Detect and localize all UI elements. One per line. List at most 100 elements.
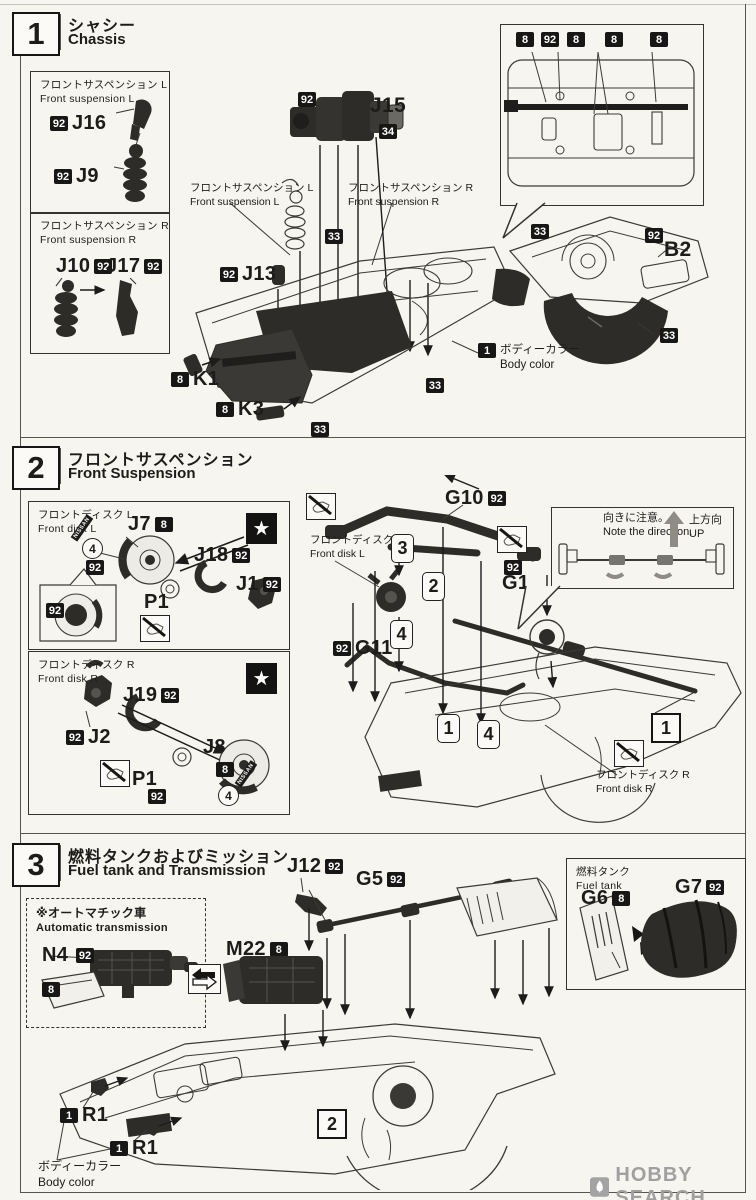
separator-1 bbox=[20, 437, 746, 439]
part-r1-upper: 1 R1 bbox=[60, 1104, 108, 1127]
no-cement-icon bbox=[100, 760, 130, 787]
part-j18: J18 92 bbox=[194, 544, 251, 567]
color-chip-33: 33 bbox=[426, 378, 444, 393]
step3-divider bbox=[60, 845, 62, 881]
direction-callout bbox=[551, 507, 734, 589]
hobbysearch-logo-icon bbox=[590, 1177, 610, 1197]
color-chip-8: 8 bbox=[650, 32, 668, 47]
part-j7: J7 8 bbox=[128, 513, 173, 536]
color-chip-8: 8 bbox=[567, 32, 585, 47]
auto-trans-title-jp: ※オートマチック車 bbox=[36, 906, 147, 920]
box-fuel-tank-title: 燃料タンク Fuel tank bbox=[576, 866, 630, 893]
note-en: Front suspension L bbox=[190, 195, 280, 208]
title-jp: 燃料タンク bbox=[576, 866, 630, 878]
up-label-en: UP bbox=[689, 528, 705, 540]
part-label-j13: J13 bbox=[242, 263, 277, 285]
part-label-j8: J8 bbox=[203, 736, 226, 758]
part-label-g6: G6 bbox=[581, 887, 609, 909]
step3-title-en: Fuel tank and Transmission bbox=[68, 862, 266, 879]
color-chip-33: 33 bbox=[311, 422, 329, 437]
part-j16: 92 J16 bbox=[50, 112, 106, 135]
note-front-suspension-r: フロントサスペンション R Front suspension R bbox=[348, 182, 473, 209]
body-color-jp: ボディーカラー bbox=[500, 344, 580, 356]
suspension-r-parts-illustration bbox=[54, 278, 138, 337]
color-chip-1: 1 bbox=[60, 1108, 78, 1123]
circled-number-4: 4 bbox=[218, 785, 239, 806]
color-chip-8: 8 bbox=[612, 891, 631, 906]
color-chip-92: 92 bbox=[298, 92, 316, 107]
part-label-g5: G5 bbox=[356, 868, 384, 890]
part-j1: J1 92 bbox=[236, 573, 281, 596]
part-g7: G7 92 bbox=[675, 876, 725, 899]
part-g6: G6 8 bbox=[581, 887, 631, 910]
box-automatic-transmission bbox=[26, 898, 206, 1028]
title-en: Fuel tank bbox=[576, 879, 622, 892]
step3-number: 3 bbox=[12, 843, 60, 887]
part-k3: 8 K3 bbox=[216, 398, 264, 421]
color-chip-8: 8 bbox=[216, 402, 234, 417]
color-chip-92: 92 bbox=[325, 859, 344, 874]
color-chip-92: 92 bbox=[144, 259, 163, 274]
callout-tail bbox=[517, 585, 561, 630]
body-color-jp: ボディーカラー bbox=[38, 1159, 122, 1173]
part-label-j17: J17 bbox=[106, 255, 141, 277]
body-color-note-step1: 1 ボディーカラー Body color bbox=[478, 343, 580, 373]
part-label-j18: J18 bbox=[194, 544, 229, 566]
color-chip-92: 92 bbox=[66, 730, 84, 745]
part-label-p1: P1 bbox=[144, 591, 170, 613]
step2-number: 2 bbox=[12, 446, 60, 490]
color-chip-92: 92 bbox=[86, 560, 104, 575]
step1-divider bbox=[60, 14, 62, 50]
auto-trans-title-en: Automatic transmission bbox=[36, 922, 168, 934]
color-chip-92: 92 bbox=[50, 116, 68, 131]
title-jp: フロントディスク R bbox=[38, 659, 135, 671]
step2-title-jp: フロントサスペンション bbox=[68, 452, 254, 469]
part-j10: J10 92 bbox=[56, 255, 113, 278]
up-label-jp: 上方向 bbox=[689, 514, 722, 526]
part-label-j2: J2 bbox=[88, 726, 111, 748]
part-label-k1: K1 bbox=[193, 368, 220, 390]
frame-bottom bbox=[20, 1192, 746, 1194]
part-label-g1: G1 bbox=[502, 572, 530, 594]
part-j2: 92 J2 bbox=[66, 726, 111, 749]
order-box-3: 3 bbox=[391, 534, 414, 563]
body-color-text: ボディーカラー Body color bbox=[500, 343, 580, 373]
driveline-illustration bbox=[223, 877, 558, 1020]
page-top-edge bbox=[0, 4, 756, 6]
suspension-l-parts-illustration bbox=[113, 99, 152, 202]
part-g5: G5 92 bbox=[356, 868, 406, 891]
step1-title-en: Chassis bbox=[68, 31, 126, 48]
color-chip-34: 34 bbox=[379, 124, 397, 139]
chassis-illustration-step3 bbox=[56, 1010, 556, 1190]
color-chip-92: 92 bbox=[148, 789, 166, 804]
color-chip-8: 8 bbox=[42, 982, 60, 997]
step-reference-1: 1 bbox=[651, 713, 681, 743]
body-color-en: Body color bbox=[38, 1174, 95, 1189]
part-label-j10: J10 bbox=[56, 255, 91, 277]
title-jp: フロントサスペンション R bbox=[40, 220, 169, 232]
direction-note-en: Note the direction. bbox=[603, 526, 693, 538]
circled-number-4: 4 bbox=[82, 538, 103, 559]
color-chip-8: 8 bbox=[516, 32, 534, 47]
color-chip-33: 33 bbox=[531, 224, 549, 239]
part-label-r1: R1 bbox=[132, 1137, 159, 1159]
part-k1: 8 K1 bbox=[171, 368, 219, 391]
separator-2 bbox=[20, 833, 746, 835]
color-chip-1: 1 bbox=[110, 1141, 128, 1156]
color-chip-92: 92 bbox=[220, 267, 238, 282]
title-jp: フロントサスペンション L bbox=[40, 79, 168, 91]
part-label-j16: J16 bbox=[72, 112, 107, 134]
color-chip-92: 92 bbox=[504, 560, 522, 575]
color-chip-92: 92 bbox=[387, 872, 406, 887]
fuel-tank-illustration bbox=[579, 895, 737, 981]
color-chip-33: 33 bbox=[325, 229, 343, 244]
part-label-j19: J19 bbox=[123, 684, 158, 706]
note-front-disk-r: フロントディスク R Front disk R bbox=[596, 769, 690, 796]
box-fuel-tank bbox=[566, 858, 746, 990]
chassis-illustration-step1 bbox=[183, 91, 507, 421]
note-jp: フロントディスク L bbox=[310, 534, 403, 546]
color-chip-92: 92 bbox=[645, 228, 663, 243]
box-front-suspension-r-title: フロントサスペンション R Front suspension R bbox=[40, 220, 169, 247]
box-front-suspension-r bbox=[30, 212, 170, 354]
